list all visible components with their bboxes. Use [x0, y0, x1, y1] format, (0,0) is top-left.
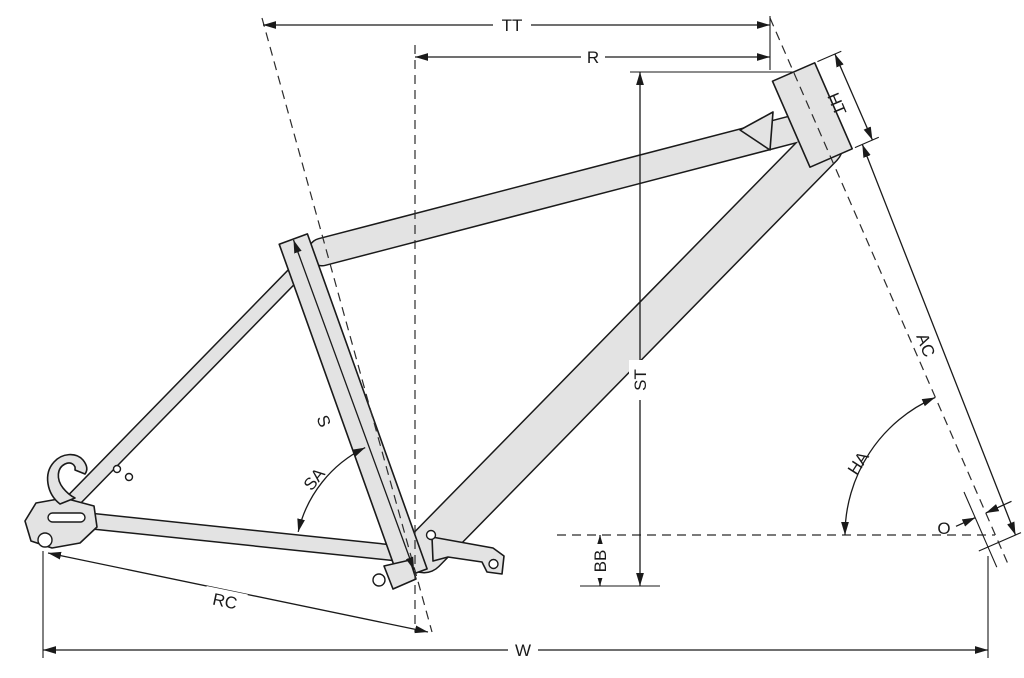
- chainstay: [55, 511, 431, 563]
- offset-label: O: [937, 519, 950, 538]
- bb-label-bg: [589, 544, 611, 578]
- rack-boss-1: [112, 464, 122, 474]
- rc-label: RC: [211, 590, 239, 614]
- dimension-ha: HA: [841, 396, 936, 536]
- rear-axle-hole: [37, 532, 53, 548]
- dimension-rc: RC: [47, 551, 429, 634]
- dimension-offset: O: [937, 491, 1012, 568]
- bb-label: BB: [591, 550, 610, 573]
- offset-arrow-left: [955, 517, 976, 527]
- rc-label-bg: [202, 585, 248, 617]
- s-label: S: [313, 413, 335, 430]
- dimension-reach: R: [415, 46, 770, 68]
- tt-label: TT: [502, 16, 523, 35]
- offset-arrow-right: [985, 500, 1012, 514]
- toptube: [309, 112, 823, 265]
- dimensions: TT R ST BB: [42, 14, 1022, 661]
- rack-boss-2: [124, 472, 134, 482]
- downtube: [404, 126, 842, 572]
- st-label: ST: [631, 369, 650, 391]
- w-label: W: [515, 641, 531, 660]
- dimension-st: ST: [580, 71, 795, 587]
- ha-arc: [841, 396, 936, 536]
- ac-label: AC: [912, 331, 938, 360]
- s-line: [292, 239, 415, 571]
- bike-frame: [24, 62, 853, 590]
- axle-slot: [47, 512, 86, 523]
- ht-bottom-tick: [854, 136, 880, 149]
- bb-guide-hole: [488, 558, 499, 570]
- derailleur-hanger: [46, 453, 88, 505]
- ht-line: [834, 53, 873, 141]
- seattube: [278, 233, 428, 580]
- offset-axle-line: [963, 491, 998, 568]
- ha-label: HA: [844, 448, 873, 479]
- dimension-ac: AC: [861, 144, 1022, 552]
- seatstay: [55, 253, 315, 519]
- sa-label: SA: [300, 464, 329, 494]
- ac-axle-tick: [978, 532, 1022, 552]
- ac-line: [861, 144, 1017, 536]
- dimension-wheelbase: W: [42, 551, 989, 661]
- w-label-bg: [508, 639, 538, 661]
- bb-tab-hole: [372, 573, 386, 587]
- ht-top-tick: [817, 50, 842, 63]
- dimension-tt: TT: [263, 14, 770, 36]
- r-label: R: [587, 48, 599, 67]
- bb-bolt: [425, 529, 437, 541]
- head-gusset: [739, 111, 774, 151]
- dimension-bb: BB: [589, 535, 611, 586]
- st-label-bg: [629, 360, 651, 400]
- tt-label-bg: [493, 14, 531, 36]
- rear-dropout: [24, 497, 98, 549]
- dimension-s: S: [292, 239, 415, 571]
- bb-tab: [383, 559, 417, 590]
- bb-cable-guide: [431, 536, 505, 575]
- r-label-bg: [581, 46, 605, 68]
- dimension-sa: SA: [297, 447, 366, 533]
